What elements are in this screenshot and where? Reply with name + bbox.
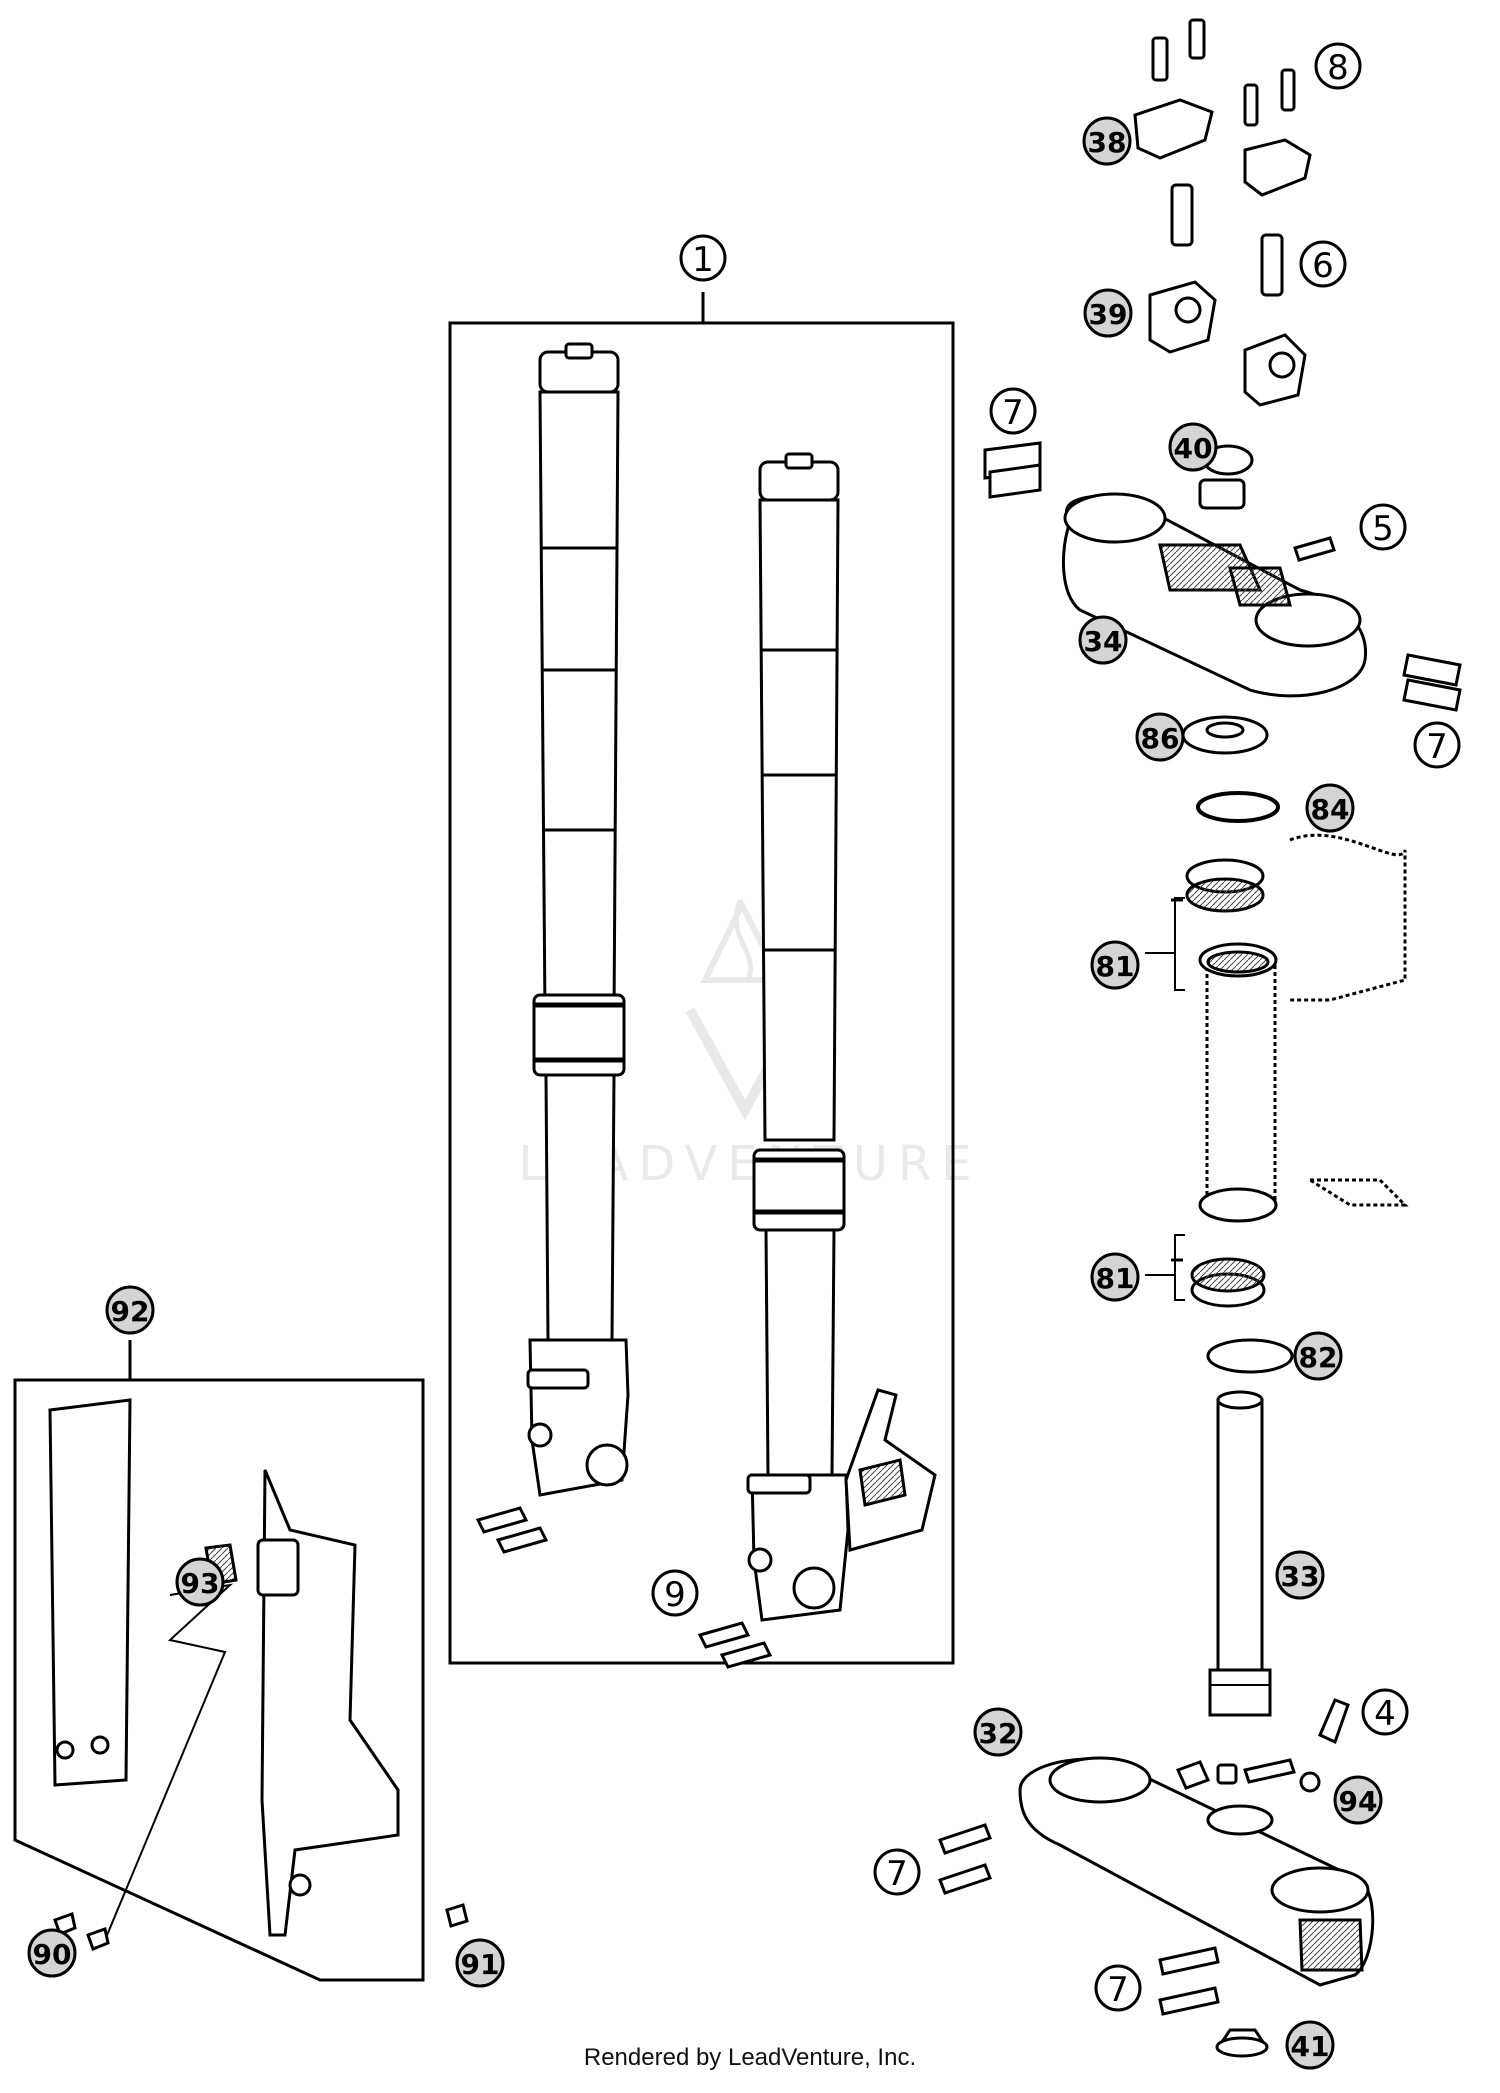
svg-text:5: 5 bbox=[1372, 509, 1394, 549]
svg-text:41: 41 bbox=[1291, 2030, 1330, 2063]
svg-text:82: 82 bbox=[1299, 1341, 1338, 1374]
callout-94: 94 bbox=[1333, 1775, 1383, 1825]
callout-92: 92 bbox=[105, 1285, 155, 1335]
fork-guard-panel bbox=[48, 1398, 132, 1787]
svg-text:81: 81 bbox=[1096, 1262, 1135, 1295]
svg-text:90: 90 bbox=[33, 1938, 72, 1971]
svg-text:34: 34 bbox=[1084, 625, 1123, 658]
svg-text:93: 93 bbox=[181, 1567, 220, 1600]
svg-text:33: 33 bbox=[1281, 1560, 1320, 1593]
fork-guard-frame bbox=[13, 1378, 425, 1982]
steering-stem bbox=[1208, 1390, 1272, 1717]
callout-90: 90 bbox=[27, 1928, 77, 1978]
callout-84: 84 bbox=[1305, 783, 1355, 833]
callout-81-lower: 81 bbox=[1090, 1252, 1140, 1302]
callout-41: 41 bbox=[1285, 2020, 1335, 2070]
callout-81-upper: 81 bbox=[1090, 940, 1140, 990]
callout-91: 91 bbox=[455, 1938, 505, 1988]
svg-text:91: 91 bbox=[461, 1948, 500, 1981]
fork-assembly bbox=[448, 292, 955, 1669]
callout-brackets bbox=[1145, 897, 1185, 1301]
bottom-triple-clamp bbox=[938, 1698, 1375, 2058]
top-triple-clamp bbox=[983, 441, 1462, 712]
callout-7-top-left: 7 bbox=[989, 387, 1037, 435]
callout-40: 40 bbox=[1168, 422, 1218, 472]
svg-text:7: 7 bbox=[1107, 1970, 1129, 2010]
callout-8: 8 bbox=[1314, 42, 1362, 90]
callout-38: 38 bbox=[1082, 116, 1132, 166]
callout-32: 32 bbox=[973, 1707, 1023, 1757]
svg-text:39: 39 bbox=[1089, 298, 1128, 331]
callout-6: 6 bbox=[1299, 240, 1347, 288]
svg-text:32: 32 bbox=[979, 1717, 1018, 1750]
svg-text:84: 84 bbox=[1311, 793, 1350, 826]
svg-text:7: 7 bbox=[1002, 393, 1024, 433]
fork-guard-assembly bbox=[13, 1340, 469, 1982]
callout-93: 93 bbox=[175, 1557, 225, 1607]
callout-4: 4 bbox=[1361, 1688, 1409, 1736]
svg-text:94: 94 bbox=[1339, 1785, 1378, 1818]
svg-text:6: 6 bbox=[1312, 246, 1334, 286]
svg-text:7: 7 bbox=[1426, 727, 1448, 767]
callout-86: 86 bbox=[1135, 712, 1185, 762]
svg-text:38: 38 bbox=[1088, 126, 1127, 159]
callout-1: 1 bbox=[679, 234, 727, 282]
svg-text:86: 86 bbox=[1141, 722, 1180, 755]
right-fork-leg bbox=[697, 452, 937, 1669]
callout-layer: 1 8 38 6 39 7 40 5 bbox=[27, 42, 1461, 2070]
svg-text:8: 8 bbox=[1327, 48, 1349, 88]
callout-39: 39 bbox=[1083, 288, 1133, 338]
callout-33: 33 bbox=[1275, 1550, 1325, 1600]
callout-5: 5 bbox=[1359, 503, 1407, 551]
svg-text:9: 9 bbox=[664, 1575, 686, 1615]
svg-text:1: 1 bbox=[692, 240, 714, 280]
callout-7-bottom-left: 7 bbox=[873, 1848, 921, 1896]
svg-text:92: 92 bbox=[111, 1295, 150, 1328]
svg-text:4: 4 bbox=[1374, 1694, 1396, 1734]
svg-text:7: 7 bbox=[886, 1854, 908, 1894]
footer-credit: Rendered by LeadVenture, Inc. bbox=[583, 2044, 917, 2071]
callout-9: 9 bbox=[651, 1569, 699, 1617]
steering-head bbox=[1171, 715, 1409, 1374]
svg-text:40: 40 bbox=[1174, 432, 1213, 465]
handlebar-clamps bbox=[1133, 18, 1312, 407]
callout-7-bottom-right: 7 bbox=[1094, 1964, 1142, 2012]
svg-text:81: 81 bbox=[1096, 950, 1135, 983]
left-fork-leg bbox=[475, 342, 630, 1554]
callout-34: 34 bbox=[1078, 615, 1128, 665]
callout-7-top-right: 7 bbox=[1413, 721, 1461, 769]
callout-82: 82 bbox=[1293, 1331, 1343, 1381]
